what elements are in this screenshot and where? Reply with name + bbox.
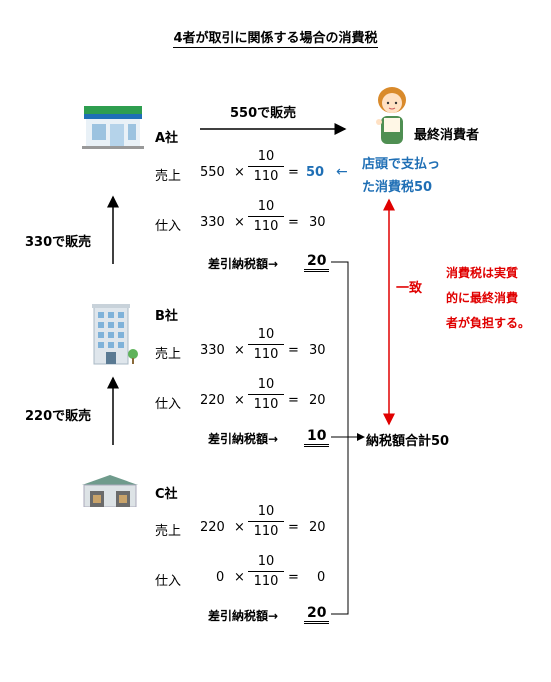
bracket-a (331, 261, 349, 437)
consumer-person-icon (376, 87, 406, 144)
times-sign: × (234, 215, 245, 230)
company-c-name: C社 (155, 487, 178, 502)
company-a-name: A社 (155, 131, 179, 146)
row-result: 30 (309, 343, 326, 358)
row-result: 30 (309, 215, 326, 230)
equals-sign: = (288, 520, 299, 535)
sale-label-a-consumer: 550で販売 (230, 106, 297, 121)
convenience-store-icon (82, 106, 144, 149)
equals-sign: = (288, 215, 299, 230)
diff-value-a: 20 (304, 253, 330, 272)
row-result: 0 (317, 570, 326, 585)
diff-value-b: 10 (304, 428, 330, 447)
times-sign: × (234, 520, 245, 535)
sale-label-b-a: 330で販売 (25, 235, 92, 250)
equals-sign: = (288, 570, 299, 585)
row-result: 20 (309, 393, 326, 408)
company-b-name: B社 (155, 309, 178, 324)
row-label: 売上 (155, 347, 182, 362)
row-label: 仕入 (155, 219, 182, 234)
equals-sign: = (288, 393, 299, 408)
consumer-label: 最終消費者 (414, 128, 480, 143)
office-building-icon (92, 304, 138, 365)
diff-label: 差引納税額→ (208, 609, 279, 623)
sale-label-c-b: 220で販売 (25, 409, 92, 424)
row-result: 20 (309, 520, 326, 535)
times-sign: × (234, 393, 245, 408)
warehouse-icon (82, 475, 138, 507)
diff-value-c: 20 (304, 605, 330, 624)
burden-line1: 消費税は実質 (446, 266, 519, 280)
row-amount: 330 (200, 343, 225, 358)
consumer-paid-line1: 店頭で支払っ (362, 157, 441, 172)
bracket-c (331, 437, 349, 615)
row-amount: 550 (200, 165, 225, 180)
times-sign: × (234, 570, 245, 585)
burden-line2: 的に最終消費 (446, 291, 519, 305)
row-amount: 330 (200, 215, 225, 230)
row-label: 仕入 (155, 397, 182, 412)
row-amount: 220 (200, 393, 225, 408)
row-amount: 0 (216, 570, 225, 585)
consumer-paid-line2: た消費税50 (362, 180, 433, 195)
row-amount: 220 (200, 520, 225, 535)
diff-label: 差引納税額→ (208, 432, 279, 446)
match-label: 一致 (396, 281, 423, 296)
row-label: 売上 (155, 169, 182, 184)
times-sign: × (234, 343, 245, 358)
row-label: 売上 (155, 524, 182, 539)
row-result-highlight: 50 (306, 165, 325, 180)
times-sign: × (234, 165, 245, 180)
total-label: 納税額合計50 (366, 434, 450, 449)
page-title: 4者が取引に関係する場合の消費税 (173, 31, 378, 48)
row-label: 仕入 (155, 574, 182, 589)
equals-sign: = (288, 165, 299, 180)
left-arrow-icon: ← (336, 164, 348, 180)
burden-line3: 者が負担する。 (446, 316, 531, 330)
equals-sign: = (288, 343, 299, 358)
diff-label: 差引納税額→ (208, 257, 279, 271)
